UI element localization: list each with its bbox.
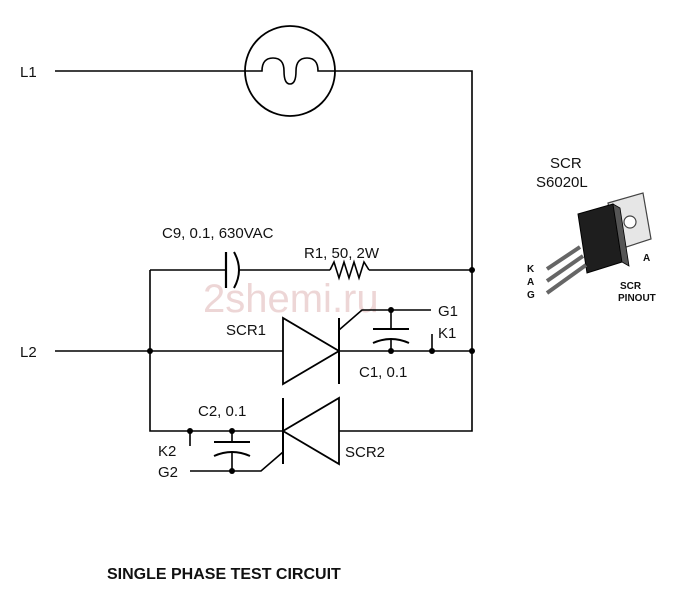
terminal-l1-label: L1 xyxy=(20,64,37,81)
scr-package-illustration: SCR S6020L K A G A SCR PINOUT xyxy=(527,155,656,304)
snubber-branch xyxy=(150,251,475,289)
pin-k-label: K xyxy=(527,264,535,275)
mounting-hole-icon xyxy=(623,215,637,229)
k2-label: K2 xyxy=(158,443,176,460)
scr1-label: SCR1 xyxy=(226,322,266,339)
pin-a-label: A xyxy=(527,277,534,288)
watermark: 2shemi.ru xyxy=(203,277,379,321)
scr1-symbol xyxy=(282,307,475,386)
junction-l2 xyxy=(147,348,153,354)
l1-wire xyxy=(55,70,473,351)
scr-part-number: S6020L xyxy=(536,174,588,191)
g1-label: G1 xyxy=(438,303,458,320)
terminal-l2-label: L2 xyxy=(20,344,37,361)
tab-anode-label: A xyxy=(643,253,650,264)
left-rail xyxy=(149,270,190,432)
r1-label: R1, 50, 2W xyxy=(304,245,380,262)
scr2-symbol xyxy=(187,396,340,474)
k1-label: K1 xyxy=(438,325,456,342)
c1-label: C1, 0.1 xyxy=(359,364,407,381)
lamp-symbol xyxy=(240,25,340,117)
g2-label: G2 xyxy=(158,464,178,481)
scr2-label: SCR2 xyxy=(345,444,385,461)
resistor-r1 xyxy=(329,259,370,281)
pin-g-label: G xyxy=(527,290,535,301)
diagram-caption: SINGLE PHASE TEST CIRCUIT xyxy=(107,566,341,583)
right-rail xyxy=(339,351,473,432)
scr-pinout-label-2: PINOUT xyxy=(618,293,656,304)
c2-label: C2, 0.1 xyxy=(198,403,246,420)
scr-pinout-label-1: SCR xyxy=(620,281,642,292)
scr-part-title: SCR xyxy=(550,155,582,172)
c9-label: C9, 0.1, 630VAC xyxy=(162,225,274,242)
